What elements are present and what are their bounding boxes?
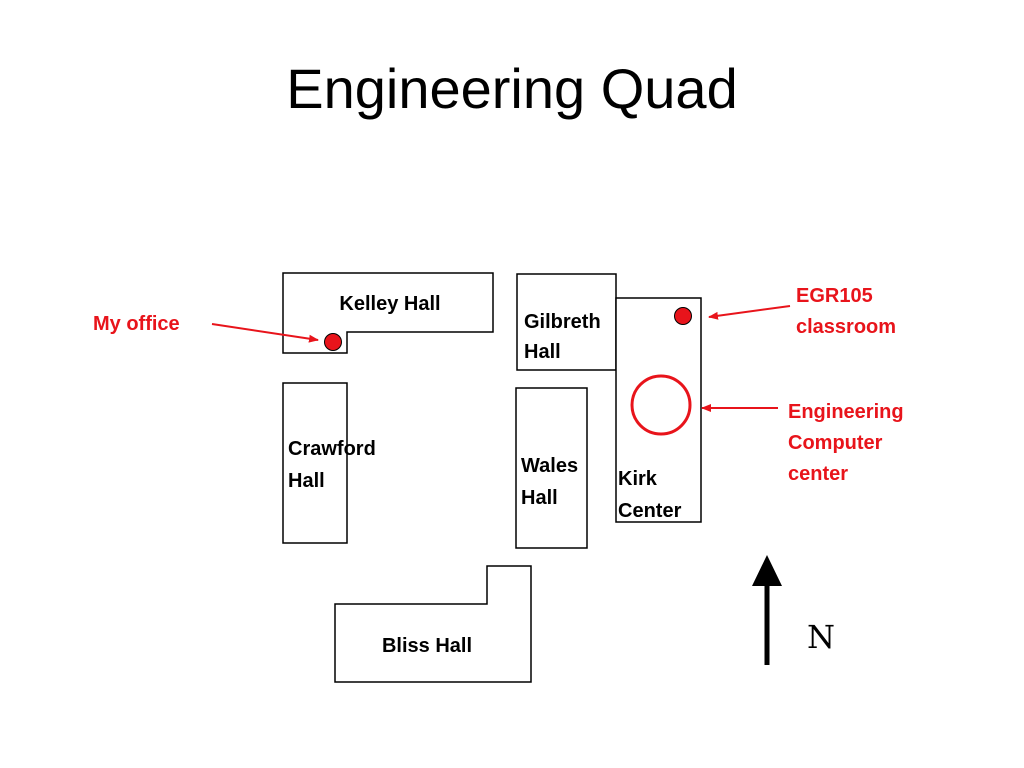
wales-hall-label-line2: Hall — [521, 487, 558, 509]
computer-center-label-line2: Computer — [788, 432, 883, 454]
building-wales-hall: Wales Hall — [515, 387, 588, 549]
annotation-my-office: My office — [93, 313, 342, 351]
my-office-label: My office — [93, 313, 180, 335]
classroom-label-line2: classroom — [796, 316, 896, 338]
crawford-hall-label-line1: Crawford — [288, 438, 376, 460]
my-office-arrow — [211, 323, 319, 343]
kelley-hall-label: Kelley Hall — [339, 293, 440, 315]
page-title: Engineering Quad — [286, 57, 738, 120]
wales-hall-outline — [515, 387, 588, 549]
kirk-center-label-line1: Kirk — [618, 468, 658, 490]
kirk-center-label-line2: Center — [618, 500, 682, 522]
classroom-label-line1: EGR105 — [796, 285, 873, 307]
bliss-hall-outline — [334, 565, 532, 683]
building-kelley-hall: Kelley Hall — [282, 272, 494, 354]
north-label: N — [807, 618, 835, 656]
gilbreth-hall-outline — [516, 273, 617, 371]
classroom-marker-icon — [674, 307, 692, 325]
building-bliss-hall: Bliss Hall — [334, 565, 532, 683]
building-gilbreth-hall: Gilbreth Hall — [516, 273, 617, 371]
computer-center-label-line3: center — [788, 463, 848, 485]
gilbreth-hall-label-line2: Hall — [524, 341, 561, 363]
north-arrow-head — [752, 555, 782, 586]
annotation-egr105-classroom: EGR105 classroom — [674, 285, 896, 338]
crawford-hall-outline — [282, 382, 348, 544]
annotation-computer-center: Engineering Computer center — [630, 374, 904, 485]
north-arrow-icon: N — [752, 555, 835, 665]
wales-hall-label-line1: Wales — [521, 455, 578, 477]
crawford-hall-label-line2: Hall — [288, 470, 325, 492]
my-office-marker-icon — [324, 333, 342, 351]
bliss-hall-label: Bliss Hall — [382, 635, 472, 657]
building-crawford-hall: Crawford Hall — [282, 382, 376, 544]
computer-center-label-line1: Engineering — [788, 401, 904, 423]
kirk-center-outline — [615, 297, 702, 523]
computer-center-circle-icon — [630, 374, 692, 436]
classroom-arrow — [708, 305, 791, 320]
kelley-hall-outline — [282, 272, 494, 354]
building-kirk-center: Kirk Center — [615, 297, 702, 523]
gilbreth-hall-label-line1: Gilbreth — [524, 311, 601, 333]
